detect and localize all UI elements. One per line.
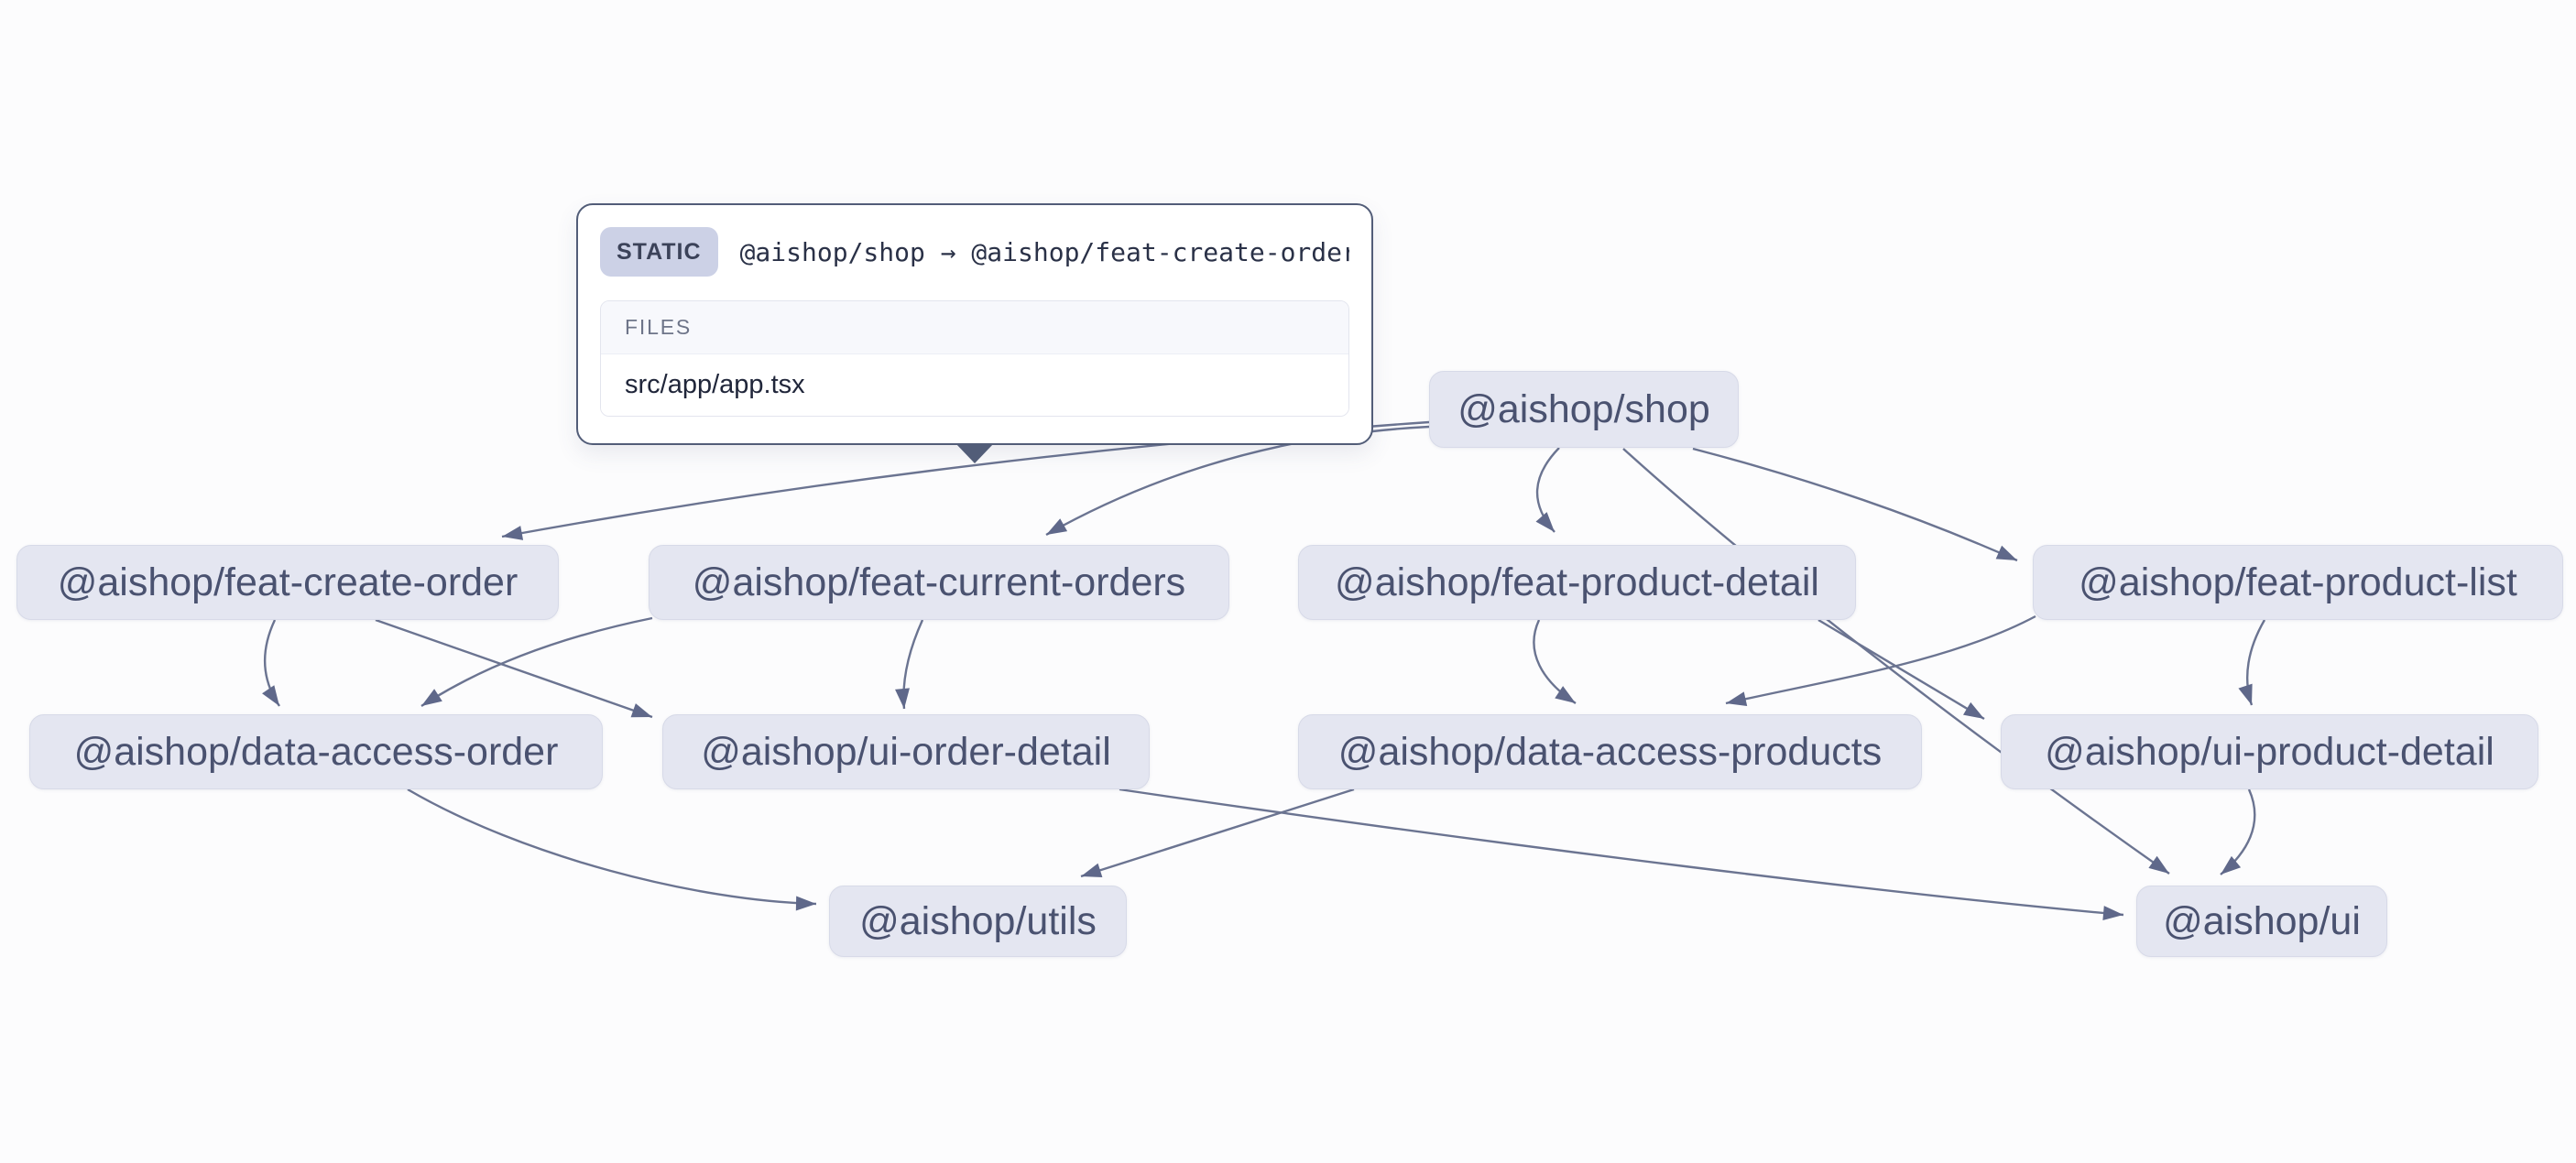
graph-node-feat-current-orders[interactable]: @aishop/feat-current-orders	[649, 545, 1229, 620]
graph-node-data-access-products[interactable]: @aishop/data-access-products	[1298, 714, 1922, 789]
edge-shop-feat-product-detail[interactable]	[1535, 447, 1560, 533]
edge-shop-ui[interactable]	[1622, 448, 2170, 875]
graph-node-shop[interactable]: @aishop/shop	[1429, 371, 1739, 448]
edge-data-access-order-utils[interactable]	[407, 788, 817, 911]
graph-node-utils[interactable]: @aishop/utils	[829, 886, 1127, 957]
graph-node-feat-product-detail[interactable]: @aishop/feat-product-detail	[1298, 545, 1856, 620]
edge-ui-product-detail-ui[interactable]	[2220, 788, 2256, 875]
files-list: src/app/app.tsx	[601, 354, 1348, 416]
graph-node-ui[interactable]: @aishop/ui	[2136, 886, 2387, 957]
graph-node-feat-product-list[interactable]: @aishop/feat-product-list	[2033, 545, 2563, 620]
edge-shop-feat-product-list[interactable]	[1692, 447, 2018, 562]
graph-node-ui-order-detail[interactable]: @aishop/ui-order-detail	[662, 714, 1150, 789]
edge-ui-order-detail-ui[interactable]	[1119, 788, 2124, 921]
edge-label: @aishop/shop → @aishop/feat-create-order	[739, 236, 1349, 267]
files-panel: FILES src/app/app.tsx	[600, 300, 1349, 417]
edge-feat-create-order-data-access-order[interactable]	[262, 619, 280, 707]
edge-feat-current-orders-data-access-order[interactable]	[420, 616, 653, 708]
edge-feat-product-detail-data-access-products[interactable]	[1533, 619, 1577, 704]
graph-node-feat-create-order[interactable]: @aishop/feat-create-order	[16, 545, 559, 620]
file-row: src/app/app.tsx	[601, 354, 1348, 416]
edge-feat-product-detail-ui-product-detail[interactable]	[1817, 618, 1985, 721]
edge-feat-current-orders-ui-order-detail[interactable]	[895, 619, 924, 710]
tooltip-header: STATIC @aishop/shop → @aishop/feat-creat…	[600, 225, 1349, 278]
edge-feat-product-list-data-access-products[interactable]	[1725, 614, 2036, 706]
graph-node-data-access-order[interactable]: @aishop/data-access-order	[29, 714, 603, 789]
edge-type-badge: STATIC	[600, 227, 718, 277]
edge-tooltip: STATIC @aishop/shop → @aishop/feat-creat…	[576, 203, 1373, 463]
graph-node-ui-product-detail[interactable]: @aishop/ui-product-detail	[2001, 714, 2538, 789]
tooltip-pointer-arrow	[955, 443, 994, 463]
edge-feat-create-order-ui-order-detail[interactable]	[375, 618, 653, 719]
files-header: FILES	[601, 301, 1348, 354]
edge-data-access-products-utils[interactable]	[1080, 788, 1355, 878]
edge-feat-product-list-ui-product-detail[interactable]	[2238, 619, 2266, 706]
